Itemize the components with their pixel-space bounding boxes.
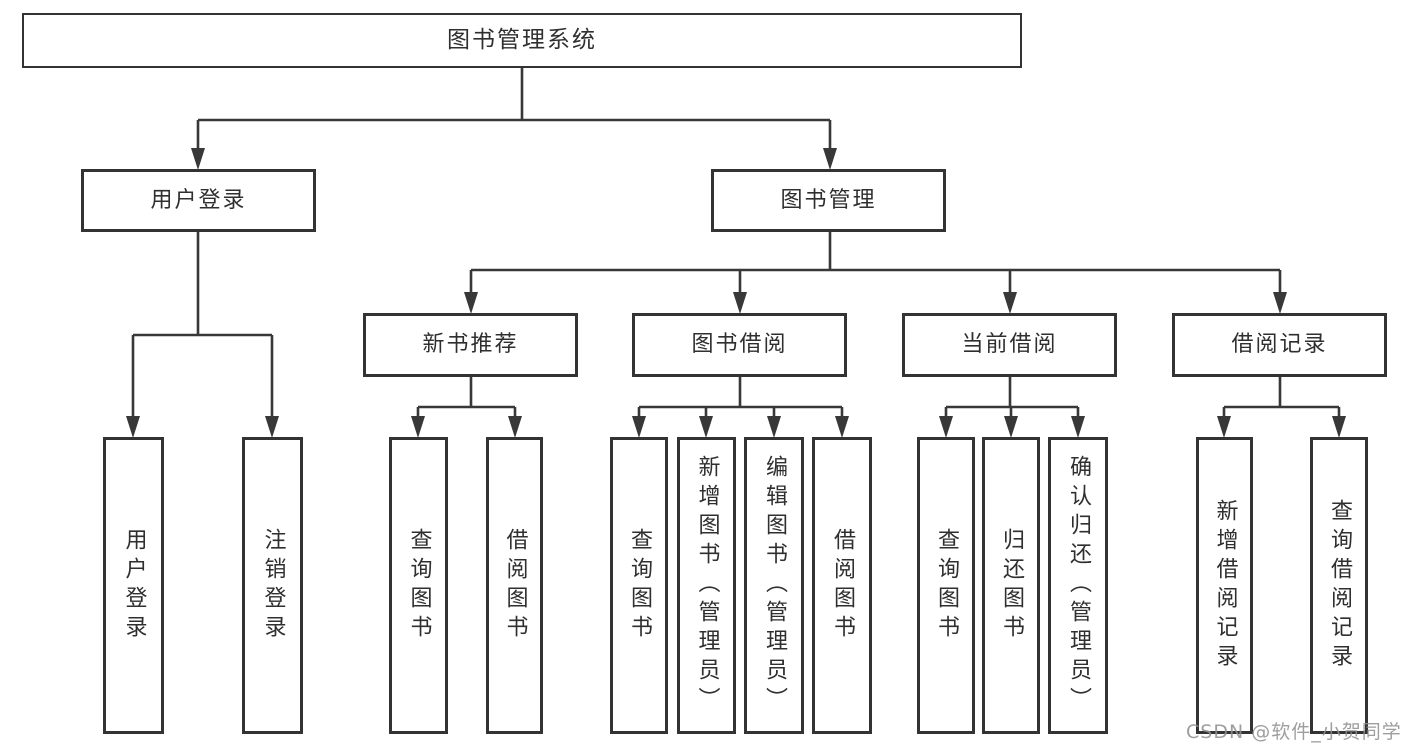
node-label: 查询图书 (934, 527, 959, 644)
node-book-management: 图书管理 (711, 169, 946, 232)
node-recommend-borrow-books: 借阅图书 (486, 437, 543, 734)
connector-borrow-records-split (1217, 377, 1346, 438)
connector-root-split (191, 68, 837, 170)
connector-book-mgmt-split (464, 232, 1287, 314)
node-recommend-query-books: 查询图书 (389, 437, 448, 734)
node-borrowing-borrow-books: 借阅图书 (812, 437, 872, 734)
node-label: 图书借阅 (691, 332, 788, 357)
node-logout: 注销登录 (242, 437, 303, 734)
node-label: 查询图书 (406, 527, 432, 644)
node-label: 新书推荐 (422, 332, 519, 357)
node-label: 图书管理系统 (447, 27, 597, 53)
node-label: 查询借阅记录 (1327, 498, 1352, 673)
node-confirm-return-admin: 确认归还（管理员） (1048, 437, 1108, 734)
node-current-borrowing: 当前借阅 (902, 313, 1117, 377)
watermark: CSDN @软件_小贺同学 (1186, 721, 1402, 743)
node-borrowing-records: 借阅记录 (1172, 313, 1387, 377)
node-label: 借阅记录 (1231, 332, 1328, 357)
connector-user-login-split (126, 232, 279, 438)
node-label: 归还图书 (999, 527, 1024, 644)
node-edit-books-admin: 编辑图书（管理员） (744, 437, 804, 734)
node-user-login-leaf: 用户登录 (103, 437, 164, 734)
node-label: 新增借阅记录 (1212, 498, 1238, 673)
node-borrowing-query-books: 查询图书 (610, 437, 668, 734)
node-return-books: 归还图书 (982, 437, 1040, 734)
node-label: 借阅图书 (830, 527, 855, 644)
node-library-management-system: 图书管理系统 (22, 13, 1022, 68)
node-label: 用户登录 (121, 527, 147, 644)
node-user-login: 用户登录 (81, 169, 316, 232)
node-label: 当前借阅 (961, 332, 1058, 357)
node-label: 借阅图书 (502, 527, 528, 644)
connector-current-borrow-split (939, 377, 1085, 438)
node-query-borrow-record: 查询借阅记录 (1310, 437, 1368, 734)
node-add-books-admin: 新增图书（管理员） (677, 437, 736, 734)
node-current-query-books: 查询图书 (917, 437, 975, 734)
connector-new-book-split (411, 377, 522, 438)
node-label: 图书管理 (780, 187, 877, 213)
node-label: 注销登录 (260, 527, 286, 644)
node-label: 查询图书 (627, 527, 652, 644)
node-label: 编辑图书（管理员） (762, 455, 787, 716)
node-add-borrow-record: 新增借阅记录 (1196, 437, 1253, 734)
node-label: 新增图书（管理员） (694, 455, 720, 716)
node-book-borrowing: 图书借阅 (632, 313, 847, 377)
connector-book-borrow-split (632, 377, 849, 438)
node-new-book-recommend: 新书推荐 (363, 313, 578, 377)
node-label: 确认归还（管理员） (1066, 455, 1091, 716)
node-label: 用户登录 (150, 187, 247, 213)
